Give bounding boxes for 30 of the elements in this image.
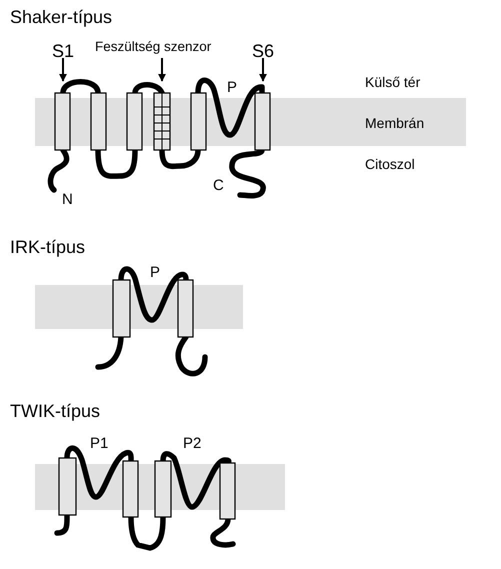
pointer-label: S6 — [252, 42, 274, 60]
panel-heading: Shaker-típus — [10, 8, 112, 26]
terminus-label: C — [213, 178, 224, 193]
voltage-sensor-helix — [153, 92, 171, 151]
pore-label: P — [150, 265, 160, 280]
pore-label: P2 — [183, 436, 202, 451]
transmembrane-helix — [54, 92, 71, 151]
pore-label: P — [227, 80, 238, 95]
pore-label: P1 — [90, 436, 108, 451]
region-label: Külső tér — [365, 75, 420, 89]
transmembrane-helix — [90, 92, 107, 151]
transmembrane-helix — [219, 462, 236, 520]
pointer-arrow — [158, 58, 166, 82]
transmembrane-helix — [112, 279, 131, 338]
pointer-arrow — [59, 58, 67, 82]
panel-heading: IRK-típus — [10, 238, 86, 256]
region-label: Membrán — [365, 116, 424, 130]
transmembrane-helix — [190, 92, 207, 151]
transmembrane-helix — [177, 279, 194, 338]
pointer-label: S1 — [52, 42, 74, 60]
transmembrane-helix — [58, 457, 77, 516]
panel-heading: TWIK-típus — [10, 402, 100, 420]
terminus-label: N — [62, 192, 73, 207]
transmembrane-helix — [122, 460, 139, 518]
region-label: Citoszol — [365, 157, 415, 171]
transmembrane-helix — [126, 92, 143, 151]
transmembrane-helix — [254, 92, 271, 151]
transmembrane-helix — [154, 460, 172, 518]
pointer-arrow — [259, 58, 267, 82]
pointer-label: Feszültség szenzor — [95, 40, 212, 54]
